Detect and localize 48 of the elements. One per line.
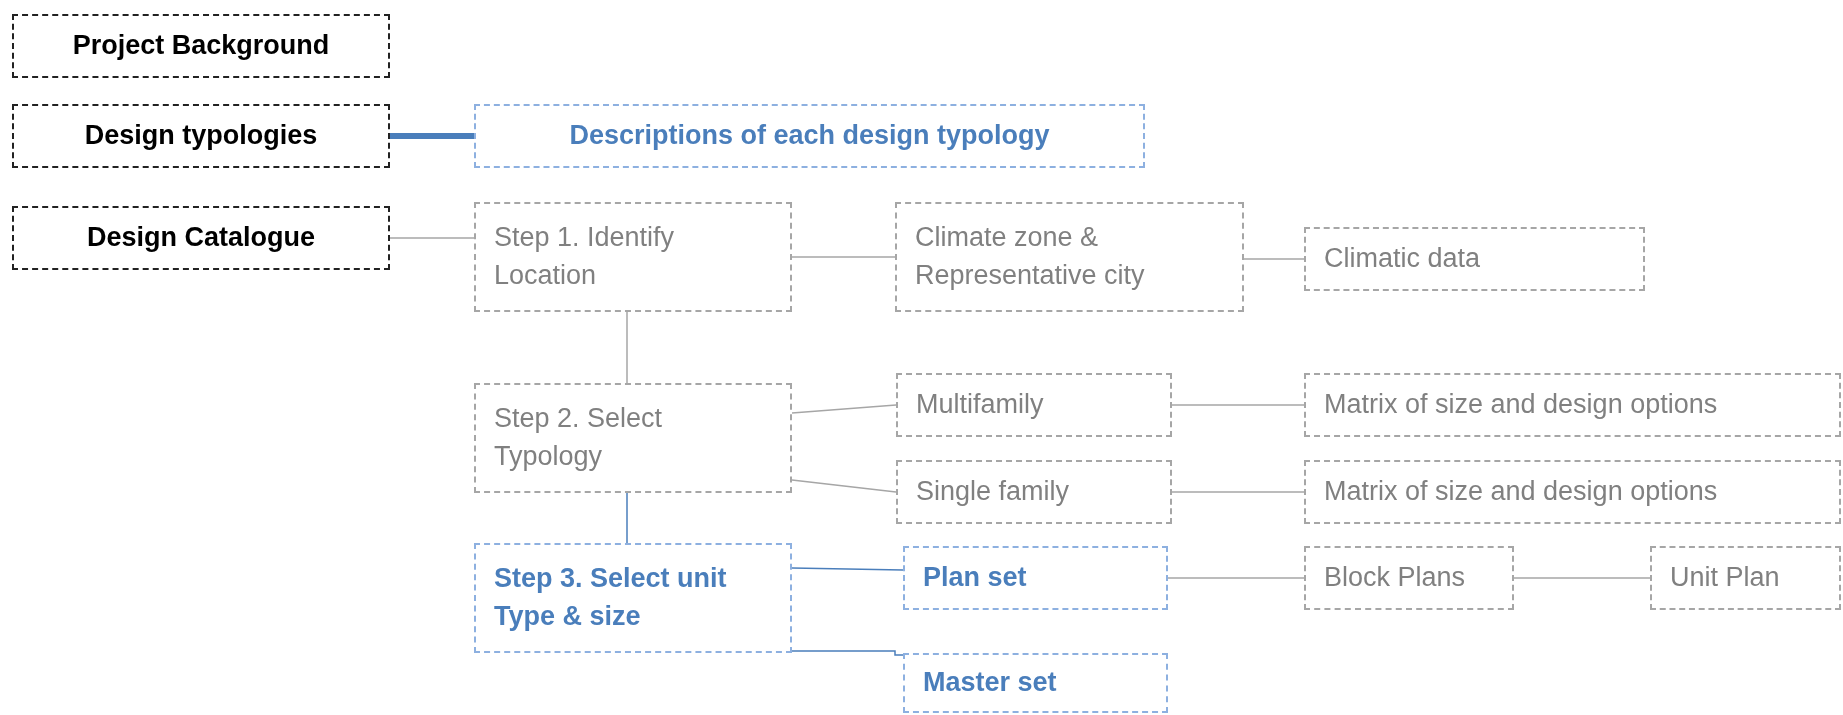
connector-line [791,256,896,258]
highlighted-box [474,104,1145,168]
step-box [1304,373,1841,437]
box-label: Block Plans [1324,561,1466,595]
box-label: Descriptions of each design typology [569,119,1050,153]
step-box [896,373,1172,437]
connector-line [390,133,474,139]
connector-line [791,650,904,656]
step-box [474,202,792,312]
section-box [12,206,390,270]
box-label: Master set [923,666,1057,700]
connector-line [1243,258,1305,260]
box-label: Climate zone & Representative city [915,221,1146,292]
box-label: Plan set [923,561,1027,595]
box-label: Design Catalogue [86,221,315,255]
connector-line [791,404,897,414]
connector-line [1171,491,1305,493]
step-box [1304,546,1514,610]
connector-line [1167,577,1305,579]
box-label: Unit Plan [1670,561,1780,595]
section-box [12,104,390,168]
box-label: Step 2. Select Typology [494,402,664,473]
highlighted-box [474,543,792,653]
step-box [1650,546,1841,610]
connector-line [626,311,628,384]
box-label: Multifamily [916,388,1044,422]
step-box [1304,227,1645,291]
step-box [474,383,792,493]
box-label: Project Background [72,29,330,63]
connector-line [791,567,904,571]
box-label: Single family [916,475,1070,509]
box-label: Step 1. Identify Location [494,221,676,292]
connector-line [1171,404,1305,406]
box-label: Climatic data [1324,242,1481,276]
highlighted-box [903,546,1168,610]
connector-line [626,492,628,544]
box-label: Step 3. Select unit Type & size [494,562,728,633]
box-label: Design typologies [84,119,318,153]
step-box [1304,460,1841,524]
highlighted-box [903,653,1168,713]
step-box [895,202,1244,312]
connector-line [1513,577,1651,579]
connector-line [389,237,475,239]
box-label: Matrix of size and design options [1324,388,1718,422]
connector-line [791,479,897,493]
section-box [12,14,390,78]
step-box [896,460,1172,524]
box-label: Matrix of size and design options [1324,475,1718,509]
